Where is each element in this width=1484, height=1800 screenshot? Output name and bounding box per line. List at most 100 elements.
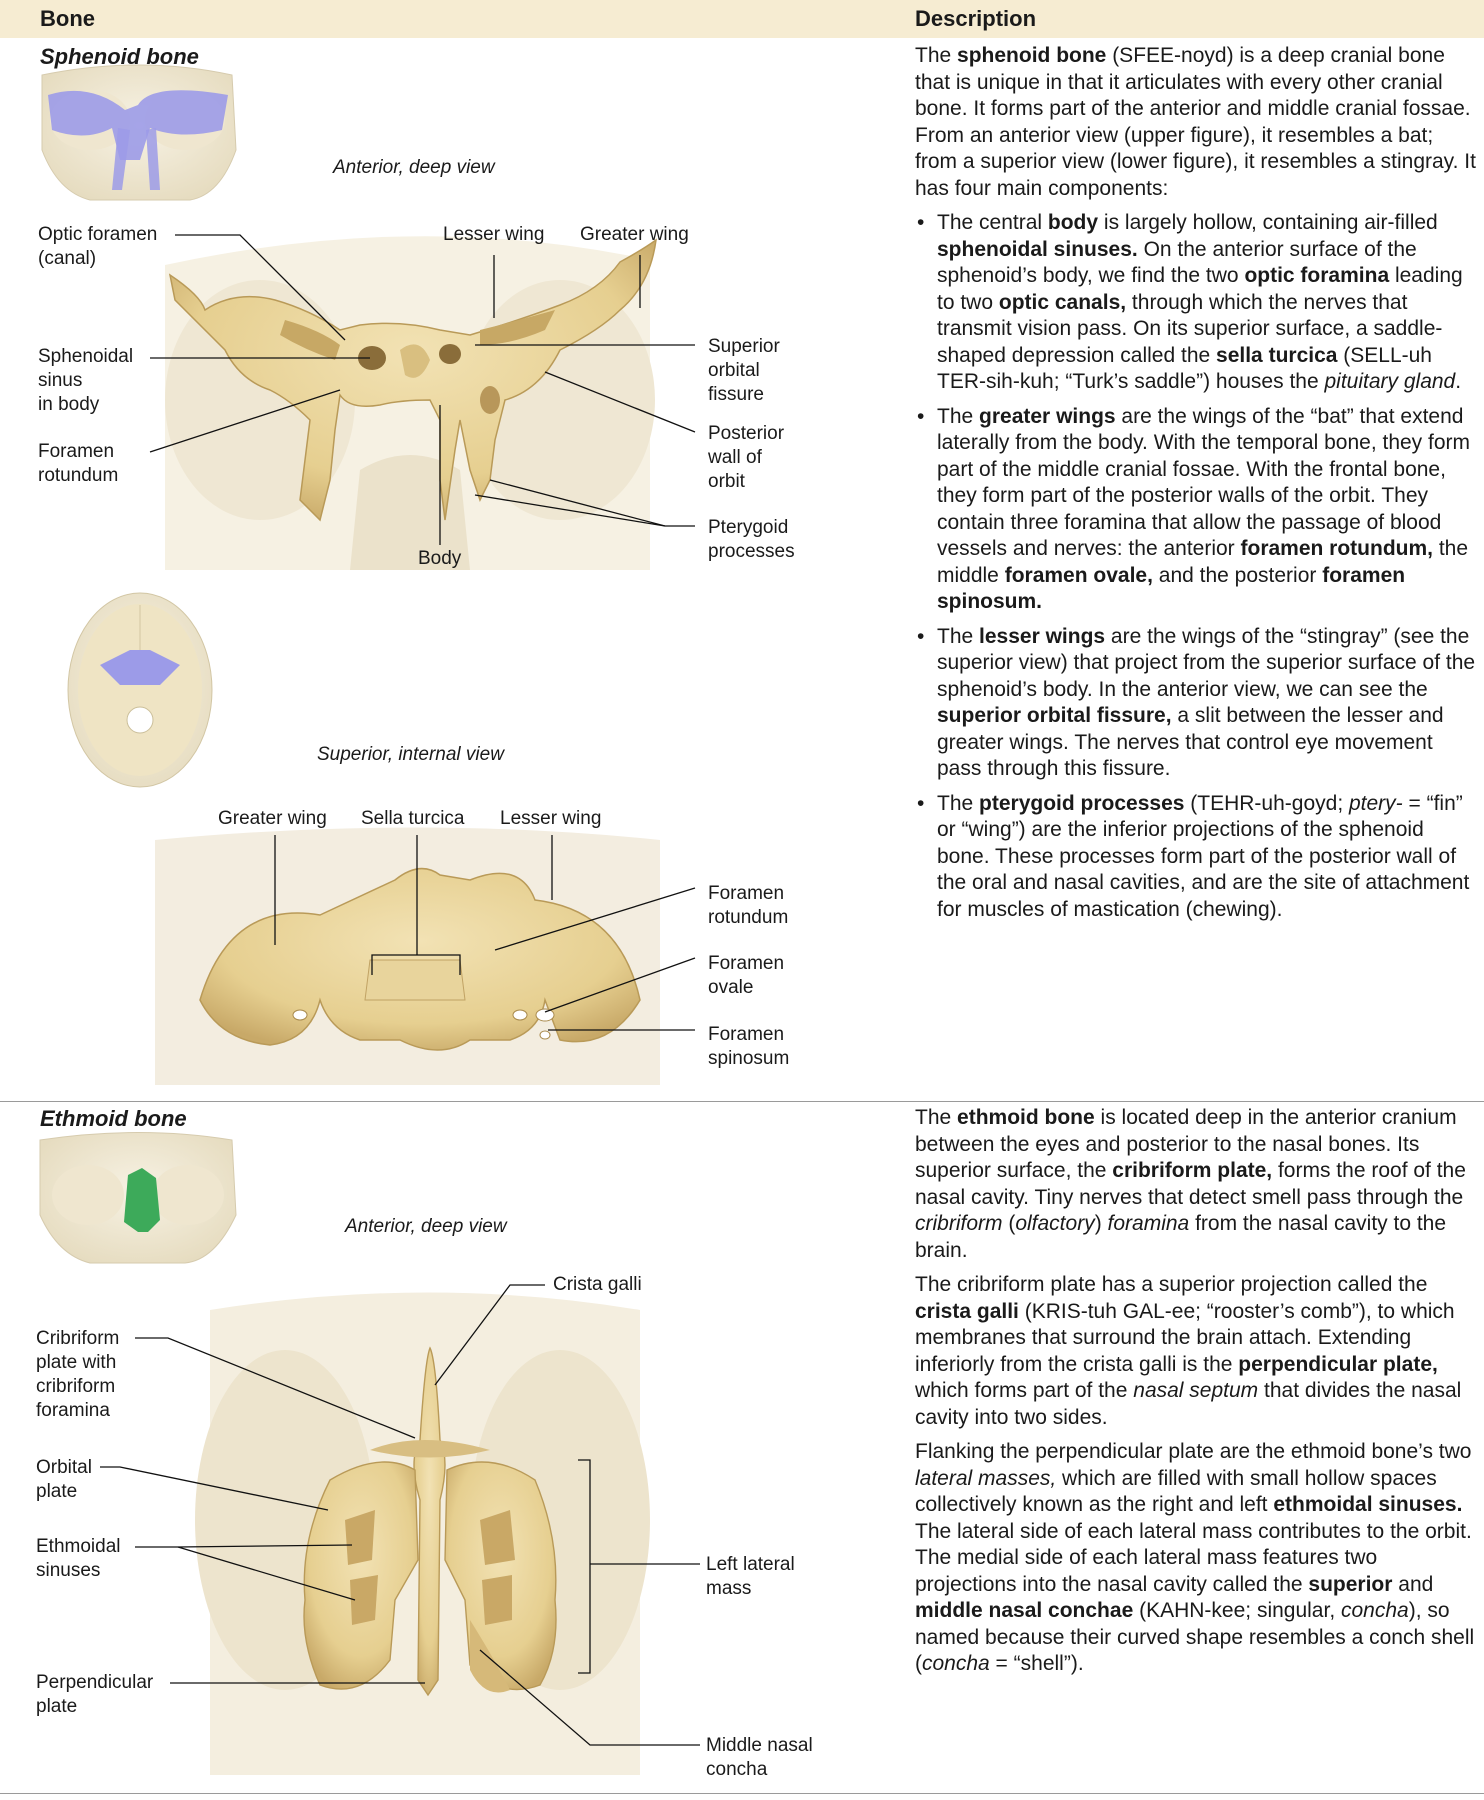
label-posterior-wall-of-orbit: Posterior wall of orbit	[708, 422, 784, 494]
label-sphenoidal-sinus: Sphenoidal sinus in body	[38, 345, 133, 417]
sphenoid-anterior-figure	[165, 236, 657, 570]
label-line: foramina	[36, 1400, 110, 1421]
label-line: processes	[708, 541, 795, 562]
label-line: Foramen	[708, 883, 785, 904]
label-line: Left lateral	[706, 1554, 795, 1575]
text-run: ), so named because their curved shape r…	[915, 1599, 1475, 1675]
label-line: Orbital	[36, 1457, 92, 1478]
bold-term: lesser wings	[979, 624, 1106, 648]
sphenoid-description: The sphenoid bone (SFEE-noyd) is a deep …	[915, 43, 1480, 931]
text-run: through which the nerves that transmit v…	[937, 290, 1443, 367]
bold-term: superior	[1308, 1572, 1393, 1596]
sphenoid-superior-thumbnail	[67, 592, 213, 788]
list-item: The greater wings are the wings of the “…	[915, 404, 1480, 616]
text-run: is located deep in the anterior cranium …	[915, 1106, 1457, 1182]
italic-term: nasal septum	[1133, 1379, 1259, 1402]
sphenoid-section-title: Sphenoid bone	[40, 44, 199, 69]
label-superior-lesser-wing: Lesser wing	[500, 808, 602, 829]
label-line: plate	[36, 1481, 78, 1502]
label-line: orbit	[708, 471, 745, 492]
label-line: Posterior	[708, 423, 785, 444]
text-run: The	[915, 44, 958, 67]
label-line: (canal)	[38, 248, 97, 269]
label-superior-orbital-fissure: Superior orbital fissure	[708, 335, 780, 407]
label-line: rotundum	[708, 907, 789, 928]
text-run: The	[915, 1106, 958, 1129]
list-item: The lesser wings are the wings of the “s…	[915, 624, 1480, 783]
label-line: mass	[706, 1578, 752, 1599]
text-run: are the wings of the “bat” that extend l…	[937, 404, 1471, 561]
label-line: Perpendicular	[36, 1672, 154, 1693]
text-run: The cribriform plate has a superior proj…	[915, 1273, 1428, 1296]
text-run: The central	[937, 211, 1048, 234]
label-line: Pterygoid	[708, 517, 789, 538]
label-line: cribriform	[36, 1376, 116, 1397]
text-run: and	[1392, 1572, 1434, 1596]
label-line: fissure	[708, 384, 764, 405]
bold-term: body	[1047, 211, 1099, 234]
sphenoid-anterior-leaders	[149, 234, 696, 545]
bold-term: sphenoidal sinuses.	[937, 237, 1138, 261]
label-line: sinus	[38, 370, 83, 391]
list-item: The pterygoid processes (TEHR-uh-goyd; p…	[915, 791, 1480, 924]
ethmoid-leaders	[100, 1284, 700, 1746]
ethmoid-section-title: Ethmoid bone	[40, 1106, 187, 1131]
text-run: forms the roof of the nasal cavity. Tiny…	[915, 1159, 1466, 1209]
text-run: (SELL-uh TER-sih-kuh; “Turk’s saddle”) h…	[937, 343, 1432, 394]
ethmoid-anterior-view-caption: Anterior, deep view	[345, 1216, 507, 1237]
label-line: in body	[38, 394, 100, 415]
italic-term: foramina	[1107, 1212, 1190, 1235]
label-line: Foramen	[38, 441, 115, 462]
bottom-rule	[0, 1793, 1484, 1794]
label-superior-foramen-rotundum: Foramen rotundum	[708, 882, 788, 930]
bold-term: optic foramina	[1244, 264, 1390, 287]
text-run: = “shell”).	[989, 1652, 1084, 1675]
text-run: (KRIS-tuh GAL-ee; “rooster’s comb”), to …	[915, 1299, 1455, 1376]
label-pterygoid-processes: Pterygoid processes	[708, 516, 795, 564]
ethmoid-paragraph-2: The cribriform plate has a superior proj…	[915, 1272, 1480, 1431]
column-header-description: Description	[915, 6, 1037, 31]
label-greater-wing: Greater wing	[580, 224, 689, 245]
label-line: Sphenoidal	[38, 346, 134, 367]
text-run: The lateral side of each lateral mass co…	[915, 1519, 1472, 1596]
label-sella-turcica: Sella turcica	[361, 808, 465, 829]
ethmoid-description: The ethmoid bone is located deep in the …	[915, 1105, 1480, 1686]
sphenoid-superior-figure	[155, 827, 660, 1085]
sphenoid-intro-paragraph: The sphenoid bone (SFEE-noyd) is a deep …	[915, 43, 1480, 202]
text-run: that divides the nasal cavity into two s…	[915, 1379, 1462, 1429]
text-run: (SFEE-noyd) is a deep cranial bone that …	[915, 44, 1476, 200]
italic-term: concha	[922, 1652, 990, 1675]
label-left-lateral-mass: Left lateral mass	[706, 1553, 795, 1601]
label-line: wall of	[708, 447, 762, 468]
label-optic-foramen: Optic foramen (canal)	[38, 223, 157, 271]
text-run: from the nasal cavity to the brain.	[915, 1212, 1447, 1262]
text-run: Flanking the perpendicular plate are the…	[915, 1440, 1472, 1463]
bold-term: ethmoid bone	[957, 1106, 1095, 1129]
text-run: which forms part of the	[915, 1379, 1134, 1402]
list-item: The central body is largely hollow, cont…	[915, 210, 1480, 396]
label-line: Cribriform	[36, 1328, 120, 1349]
table-header: Bone Description	[0, 0, 1484, 38]
text-run: the middle	[937, 537, 1469, 587]
bold-term: optic canals,	[998, 290, 1127, 314]
label-line: Foramen	[708, 1024, 785, 1045]
bold-term: foramen spinosum.	[937, 563, 1406, 614]
sphenoid-component-list: The central body is largely hollow, cont…	[915, 210, 1480, 923]
text-run: which are filled with small hollow space…	[915, 1466, 1437, 1517]
text-run: The	[937, 404, 980, 428]
label-line: Superior	[708, 336, 780, 357]
bold-term: cribriform plate,	[1112, 1159, 1273, 1182]
label-foramen-spinosum: Foramen spinosum	[708, 1023, 789, 1071]
bold-term: pterygoid processes	[979, 791, 1185, 815]
text-run: a slit between the lesser and greater wi…	[937, 704, 1444, 780]
label-foramen-ovale: Foramen ovale	[708, 952, 784, 1000]
label-line: Foramen	[708, 953, 785, 974]
label-ethmoidal-sinuses: Ethmoidal sinuses	[36, 1535, 121, 1583]
bold-term: sella turcica	[1216, 343, 1338, 367]
italic-term: olfactory	[1015, 1212, 1095, 1235]
label-line: Middle nasal	[706, 1735, 813, 1756]
text-run: (	[1002, 1212, 1016, 1235]
bold-term: crista galli	[915, 1299, 1019, 1323]
text-run: )	[1094, 1212, 1108, 1235]
